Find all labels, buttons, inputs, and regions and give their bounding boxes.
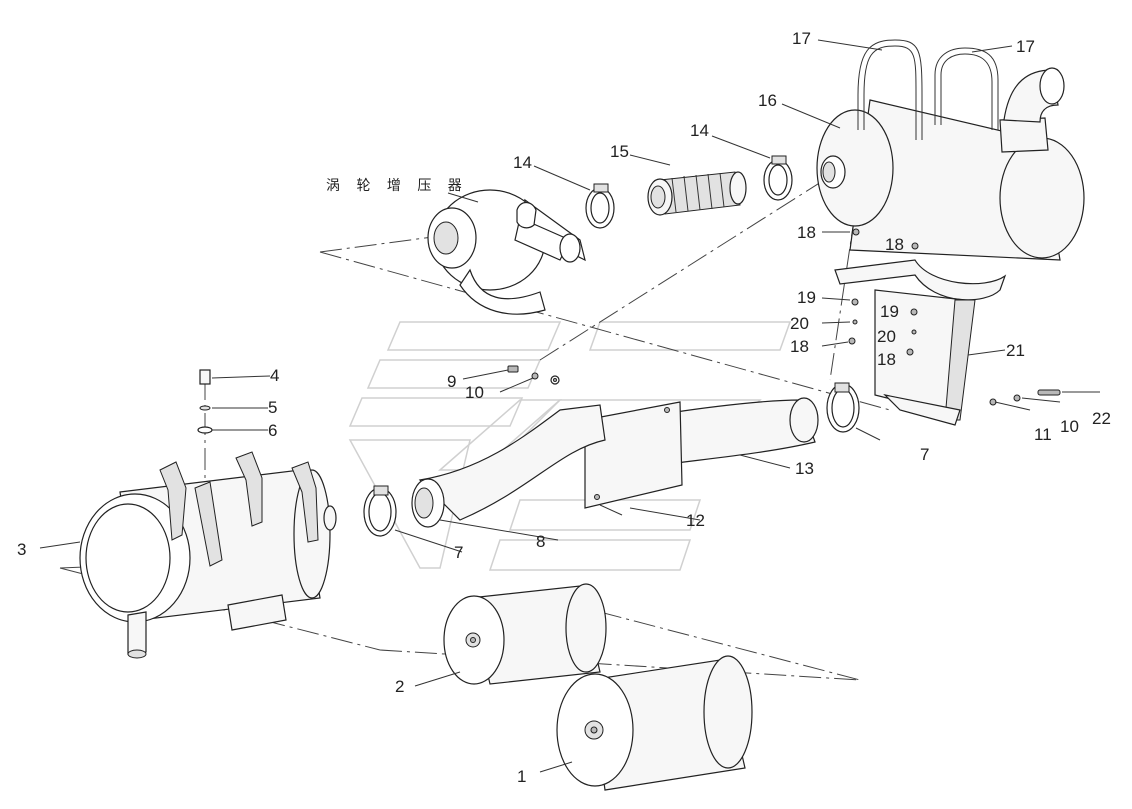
pipe-clamp-left <box>363 485 397 537</box>
mounting-plate <box>584 401 683 509</box>
elbow-pipe <box>411 404 606 528</box>
turbocharger-label: 涡 轮 增 压 器 <box>326 178 468 194</box>
callout-10-right: 10 <box>1060 417 1079 436</box>
bracket <box>834 259 1007 426</box>
callout-2: 2 <box>395 677 404 696</box>
callout-4: 4 <box>270 366 279 385</box>
turbocharger <box>427 189 586 315</box>
callout-11: 11 <box>1034 425 1052 444</box>
callout-12: 12 <box>686 511 705 530</box>
callout-18-b: 18 <box>885 235 904 254</box>
callout-1: 1 <box>517 767 526 786</box>
callout-19-a: 19 <box>797 288 816 307</box>
callout-13: 13 <box>795 459 814 478</box>
callout-17-left: 17 <box>792 29 811 48</box>
leader-lines <box>39 39 1100 773</box>
air-filter-main-body <box>79 451 337 659</box>
callout-15: 15 <box>610 142 629 161</box>
callout-3: 3 <box>17 540 26 559</box>
callout-14-left: 14 <box>513 153 532 172</box>
filter-element-outer <box>556 655 753 791</box>
filter-element-inner <box>443 583 607 685</box>
callout-10-left: 10 <box>465 383 484 402</box>
silencer-housing <box>816 67 1085 261</box>
callout-17-right: 17 <box>1016 37 1035 56</box>
small-fasteners <box>507 228 1061 406</box>
callout-20-a: 20 <box>790 314 809 333</box>
callout-20-b: 20 <box>877 327 896 346</box>
hose-clamp-right <box>763 155 793 201</box>
pipe-clamp-right <box>826 382 860 433</box>
callout-7-left: 7 <box>454 543 463 562</box>
callout-21: 21 <box>1006 341 1025 360</box>
callout-18-d: 18 <box>877 350 896 369</box>
u-bolts <box>857 39 999 140</box>
callout-18-a: 18 <box>797 223 816 242</box>
callout-19-b: 19 <box>880 302 899 321</box>
callout-5: 5 <box>268 398 277 417</box>
callout-8: 8 <box>536 532 545 551</box>
callout-6: 6 <box>268 421 277 440</box>
callout-7-right: 7 <box>920 445 929 464</box>
callout-9: 9 <box>447 372 456 391</box>
callout-14-right: 14 <box>690 121 709 140</box>
callout-16: 16 <box>758 91 777 110</box>
hose-clamp-left <box>585 183 615 229</box>
callout-labels: 涡 轮 增 压 器 1 2 3 4 5 6 7 7 8 9 10 10 11 1… <box>17 29 1111 786</box>
bellows-hose <box>647 171 747 216</box>
callout-18-c: 18 <box>790 337 809 356</box>
callout-22: 22 <box>1092 409 1111 428</box>
